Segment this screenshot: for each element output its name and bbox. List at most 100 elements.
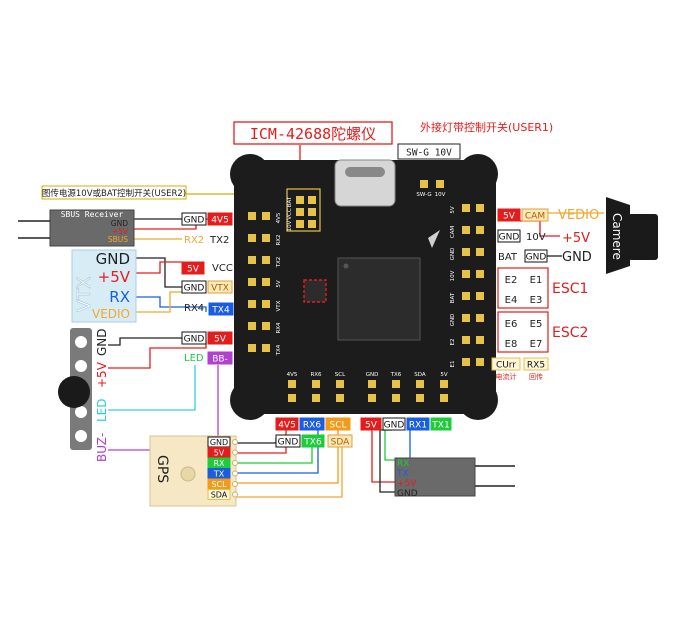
- cam-pad-gnd-box: [497, 229, 521, 243]
- cur-pad-rx5-box: [523, 357, 549, 371]
- vtx-wire-vedio: VEDIO: [92, 307, 130, 321]
- buzzer-wire-gnd: GND: [95, 328, 109, 356]
- vtx-pad-gnd: GND: [181, 280, 207, 294]
- led-pad-b: [436, 180, 444, 188]
- board-bottom-pad-a: [336, 380, 344, 388]
- wire-gps-gnd: [232, 438, 277, 444]
- brand-arrow-icon: [428, 230, 440, 248]
- esc2-pad-e6: E6: [505, 319, 518, 330]
- esc1-pad-e3: E3: [530, 295, 543, 306]
- esc2-group: ESC2: [497, 311, 588, 353]
- gps-pad-gnd-box: [275, 434, 301, 448]
- esc2-pad-e7: E7: [530, 339, 543, 350]
- gps-label: GPS: [154, 455, 170, 483]
- switch-pad: [296, 220, 304, 228]
- gps-pad-tx6-text: TX6: [303, 438, 322, 448]
- esc2-label: ESC2: [552, 325, 588, 341]
- board-left-silk: RX4: [276, 322, 282, 334]
- board-left-pad-a: [248, 234, 256, 242]
- board-left-pad-b: [262, 256, 270, 264]
- gps-pin-hole: [232, 439, 238, 445]
- switch-pad: [296, 196, 304, 204]
- board-left-silk: 4V5: [276, 212, 282, 223]
- switch-pad: [308, 208, 316, 216]
- cam-pad-cam-text: CAM: [525, 212, 545, 222]
- rx-pad-rx1-text: RX1: [409, 421, 427, 431]
- esc1-pad-e1: E1: [530, 275, 543, 286]
- esc1-frame: [497, 267, 549, 309]
- telemetry-caption: 回传: [529, 372, 543, 381]
- board-right-pad-b: [476, 314, 484, 322]
- gps-pin: SDA: [207, 489, 238, 500]
- board-right-pad-a: [462, 292, 470, 300]
- buzzer-hole-3: [75, 406, 87, 418]
- switch-pad: [308, 220, 316, 228]
- camera-gnd-label: GND: [562, 250, 592, 265]
- board-bottom-silk: TX6: [390, 372, 402, 378]
- board-left-pad-b: [262, 344, 270, 352]
- wire-rx-gnd: [379, 429, 395, 493]
- board-left-pad-a: [248, 256, 256, 264]
- gps-pin-hole: [232, 481, 238, 487]
- board-bottom-pad-a: [440, 380, 448, 388]
- buzzer-hole-2: [75, 360, 87, 372]
- board-right-silk: E2: [450, 339, 456, 346]
- board-pads: [248, 180, 484, 402]
- sbus-pad-gnd: GND: [181, 212, 207, 226]
- board-right-pad-b: [476, 204, 484, 212]
- board-bottom-silk: GND: [366, 372, 379, 378]
- gps-pin-label: SCL: [211, 480, 227, 489]
- board-right-pad-b: [476, 292, 484, 300]
- wire-vtx-5v: [134, 261, 182, 274]
- vtx-pad-gnd-text: GND: [184, 284, 205, 294]
- rx-pad-gnd: GND: [382, 417, 406, 431]
- esc2-frame: [497, 311, 549, 353]
- board-right-pad-b: [476, 270, 484, 278]
- buz-pad-5v-text: 5V: [214, 335, 227, 345]
- board-bottom-pad-b: [288, 394, 296, 402]
- vtx-pad-vcc: VCC: [212, 263, 233, 274]
- gps-pin: SCL: [207, 478, 238, 490]
- board-bottom-pad-b: [416, 394, 424, 402]
- rx-pad-5v-text: 5V: [365, 421, 378, 431]
- switch-silk: VCC: [287, 208, 293, 220]
- camera-5v-label: +5V: [562, 231, 590, 246]
- board-left-pad-a: [248, 300, 256, 308]
- gps-pin-label: 5V: [214, 449, 225, 458]
- board-right-silk: GND: [450, 248, 456, 261]
- board-left-pad-a: [248, 322, 256, 330]
- gps-pad-tx6: TX6: [301, 434, 325, 448]
- switch-silk: 10V: [287, 220, 293, 231]
- board-left-silk: 5V: [276, 280, 282, 287]
- board-right-pad-b: [476, 358, 484, 366]
- sbus-wire-gnd: GND: [111, 219, 128, 228]
- gps-pad-scl-text: SCL: [329, 421, 346, 431]
- buz-pad-gnd: GND: [181, 331, 207, 345]
- switch-silk: BAT: [287, 196, 293, 207]
- board-right-pad-b: [476, 226, 484, 234]
- wire-buz-5v: [108, 340, 207, 369]
- wire-rx-5v: [371, 430, 395, 483]
- buzzer-hole-1: [75, 336, 87, 348]
- esc1-group: ESC1: [497, 267, 588, 309]
- vtx-pad-vtx: VTX: [207, 280, 233, 294]
- gps-pin-label: TX: [213, 470, 225, 479]
- cur-pad-rx5: RX5: [523, 357, 549, 371]
- sbus-pad-tx2: TX2: [209, 235, 229, 246]
- vtx-pad-5v-box: [181, 261, 205, 275]
- board-left-pad-b: [262, 322, 270, 330]
- board-bottom-silk: SCL: [335, 372, 346, 378]
- vtx-switch-callout: 图传电源10V或BAT控制开关(USER2): [41, 185, 187, 200]
- board-right-pad-a: [462, 314, 470, 322]
- vtx-pad-5v-text: 5V: [187, 265, 200, 275]
- buz-pad-led: LED: [184, 353, 204, 364]
- serial-rx-wire-5v: +5V: [397, 479, 417, 489]
- board-bottom-pad-a: [288, 380, 296, 388]
- cam-pad-gnd2-text: GND: [526, 253, 547, 263]
- buz-pad-bb-text: BB-: [212, 355, 228, 365]
- board-left-pad-b: [262, 212, 270, 220]
- gps-pad-rx6-text: RX6: [303, 421, 321, 431]
- buz-pad-bb: BB-: [207, 351, 233, 365]
